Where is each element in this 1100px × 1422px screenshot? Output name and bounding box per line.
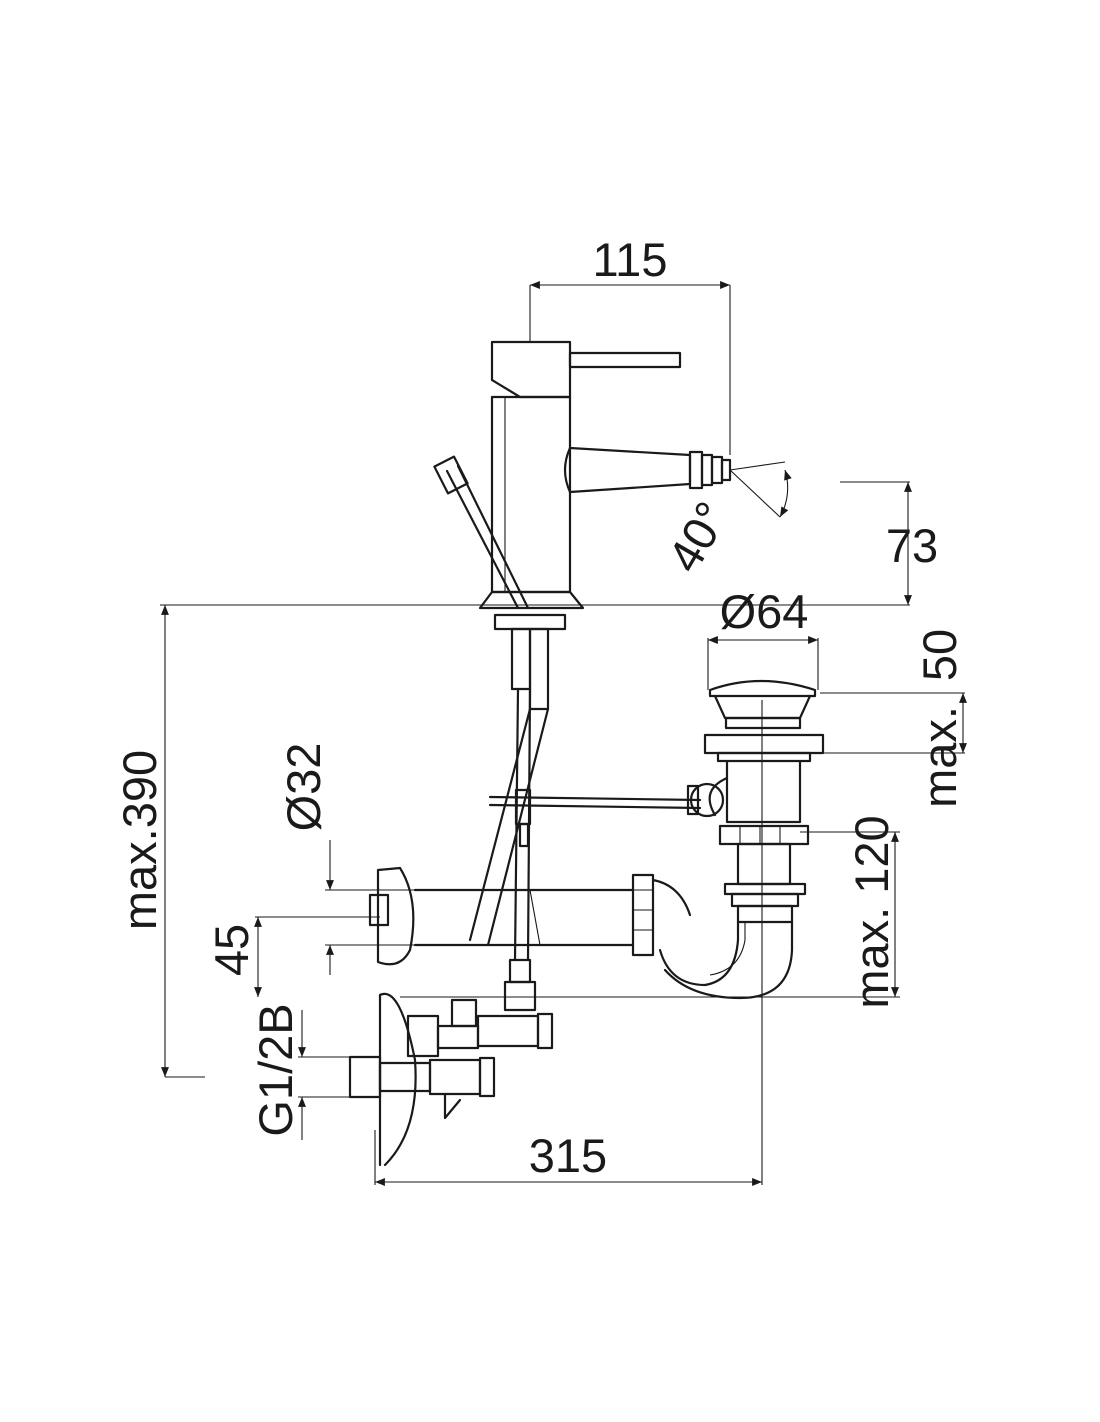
waste-and-trap <box>368 679 825 1000</box>
dim-waste-max: max. <box>913 706 966 808</box>
dim-trap-diameter: Ø32 <box>277 743 330 832</box>
faucet-body <box>433 340 732 610</box>
dim-spray-angle: 40° <box>657 493 738 581</box>
dim-trap-offset: 45 <box>205 924 258 976</box>
dim-total-height: max.390 <box>113 750 166 930</box>
dim-trap-max: max. 120 <box>845 815 898 1008</box>
dim-waste-height: 50 <box>913 629 966 681</box>
dim-thread: G1/2B <box>249 1003 302 1136</box>
dim-spout-height: 73 <box>886 519 938 572</box>
angle-valves <box>348 958 554 1167</box>
under-deck-fittings <box>468 613 702 962</box>
spray-angle <box>729 461 792 518</box>
dim-total-width: 315 <box>529 1129 607 1182</box>
dimension-lines <box>160 281 967 1186</box>
dim-waste-diameter: Ø64 <box>720 585 809 638</box>
dim-spout-reach: 115 <box>593 233 668 286</box>
